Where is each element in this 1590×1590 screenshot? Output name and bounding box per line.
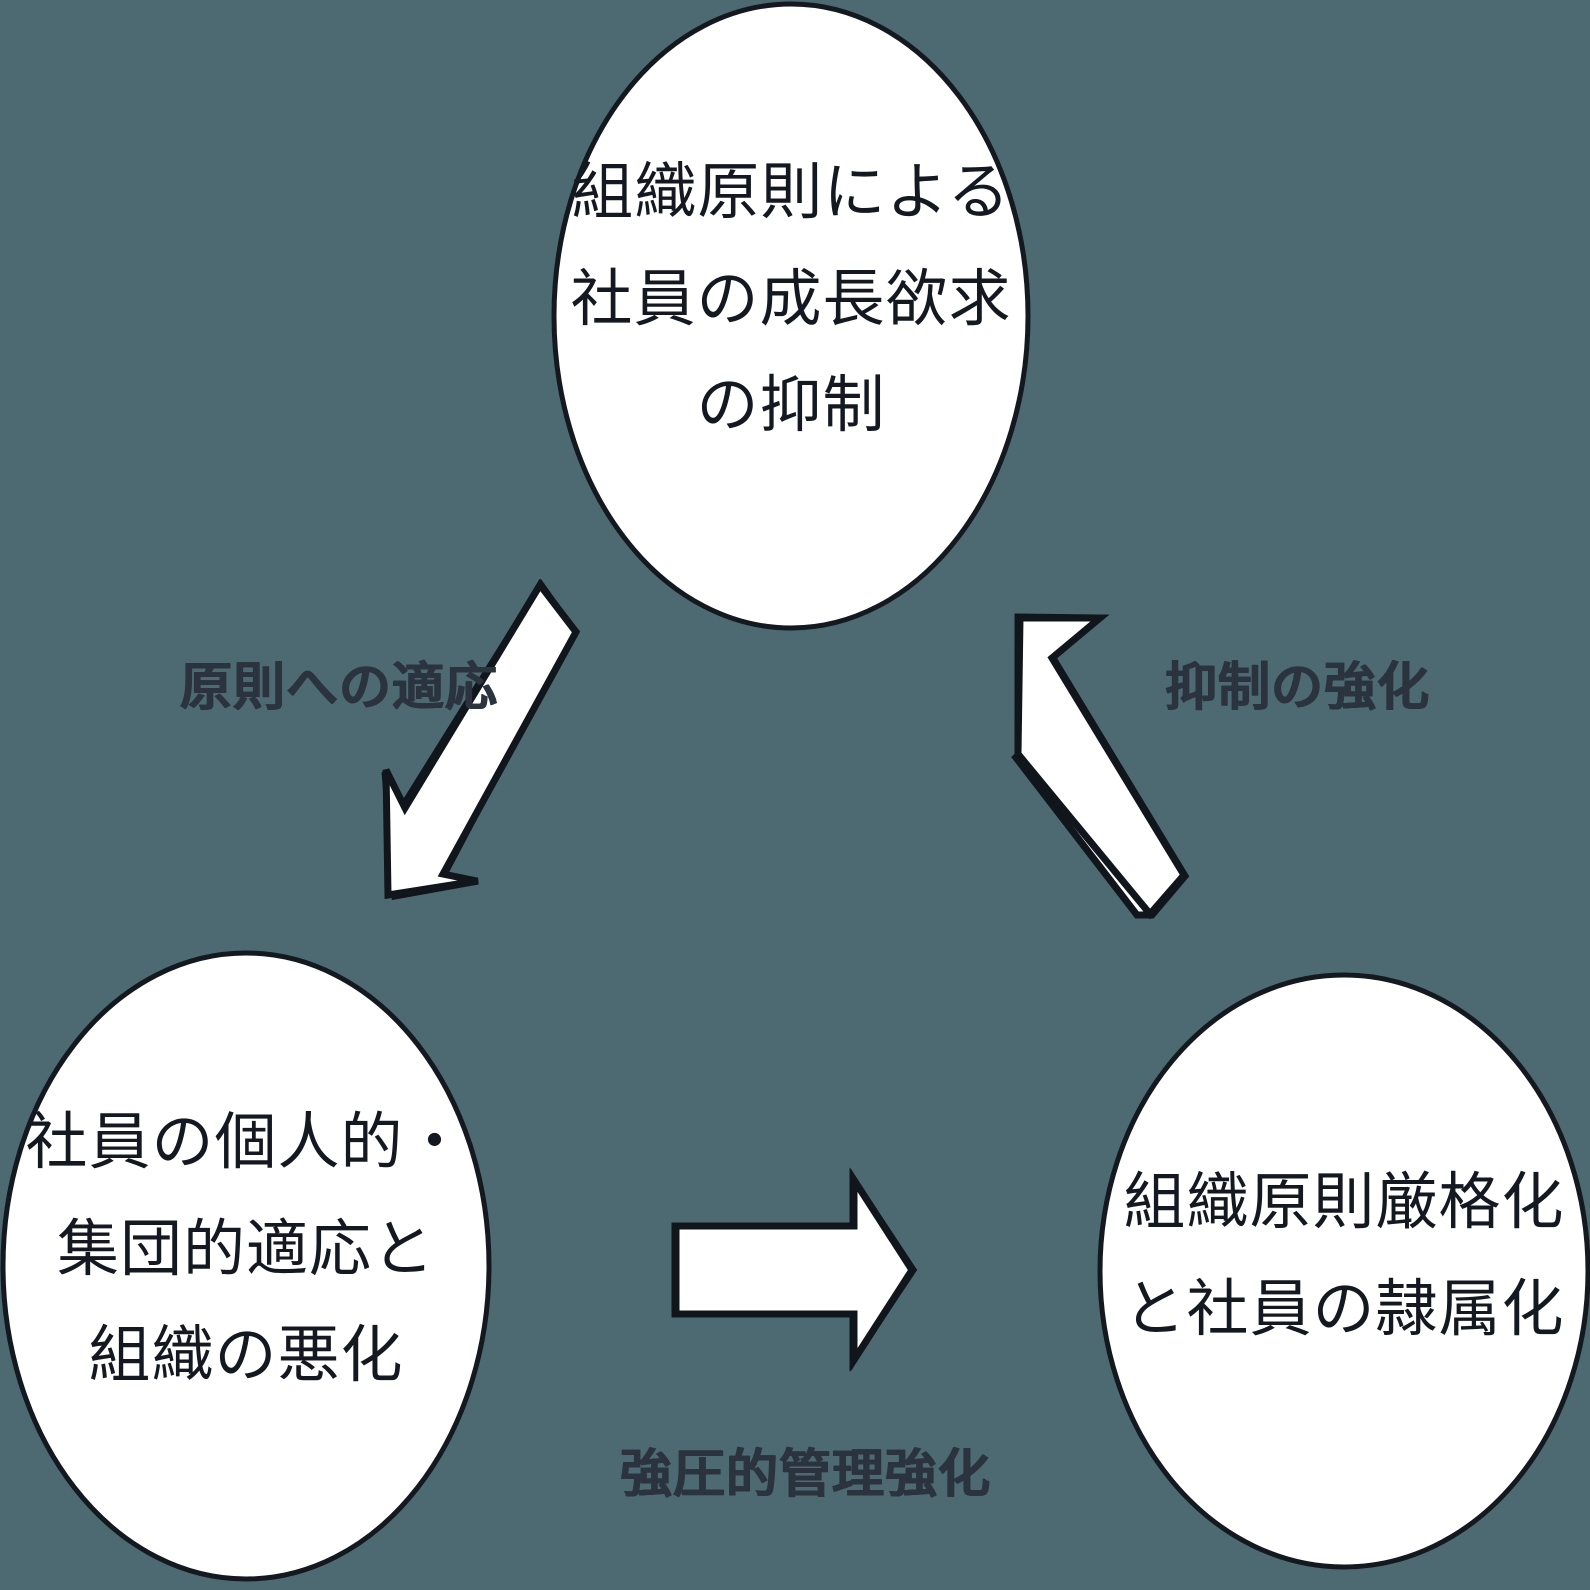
edge-label-reinforcement-of-suppression: 抑制の強化	[1165, 660, 1431, 717]
node-ellipse-bottom-right[interactable]	[1097, 972, 1590, 1570]
node-ellipse-top[interactable]	[551, 1, 1031, 631]
arrow-down-left-shape[interactable]	[382, 578, 581, 900]
arrow-right-shape[interactable]	[672, 1168, 917, 1372]
node-ellipse-bottom-left[interactable]	[0, 950, 492, 1582]
edge-label-adaptation-to-principles: 原則への適応	[180, 660, 499, 717]
edge-label-coercive-management: 強圧的管理強化	[620, 1447, 992, 1504]
arrow-up-left-shape[interactable]	[1014, 614, 1189, 920]
